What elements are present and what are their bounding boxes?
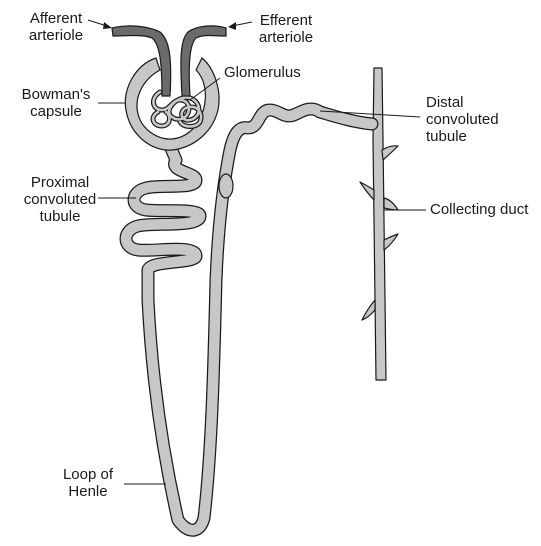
label-line: Collecting duct: [430, 201, 528, 218]
duct-branch: [382, 146, 398, 160]
label-line: tubule: [426, 128, 499, 145]
label-line: Distal: [426, 94, 499, 111]
glomerulus-label: Glomerulus: [224, 64, 301, 81]
duct-branch: [384, 198, 398, 210]
label-line: Proximal: [18, 174, 102, 191]
label-line: tubule: [18, 208, 102, 225]
distal-convoluted-tubule-label: Distal convoluted tubule: [426, 94, 499, 145]
label-line: Loop of: [52, 466, 124, 483]
label-line: capsule: [14, 103, 98, 120]
afferent-arteriole-label: Afferent arteriole: [20, 10, 92, 44]
label-line: convoluted: [426, 111, 499, 128]
duct-branch: [362, 300, 375, 320]
label-line: arteriole: [250, 29, 322, 46]
efferent-arrowhead: [228, 22, 236, 30]
proximal-convoluted-tubule-label: Proximal convoluted tubule: [18, 174, 102, 225]
duct-branch: [360, 182, 374, 200]
label-line: Glomerulus: [224, 64, 301, 81]
label-line: Henle: [52, 483, 124, 500]
tubule-bulge-inner: [221, 176, 231, 197]
label-line: arteriole: [20, 27, 92, 44]
label-line: Bowman's: [14, 86, 98, 103]
label-line: Afferent: [20, 10, 92, 27]
bowmans-capsule-label: Bowman's capsule: [14, 86, 98, 120]
label-line: convoluted: [18, 191, 102, 208]
collecting-duct-label: Collecting duct: [430, 201, 528, 218]
duct-branch: [384, 234, 398, 250]
efferent-arteriole-label: Efferent arteriole: [250, 12, 322, 46]
label-line: Efferent: [250, 12, 322, 29]
loop-of-henle-label: Loop of Henle: [52, 466, 124, 500]
nephron-tubule-lumen: [126, 109, 372, 530]
afferent-arrowhead: [103, 22, 112, 29]
